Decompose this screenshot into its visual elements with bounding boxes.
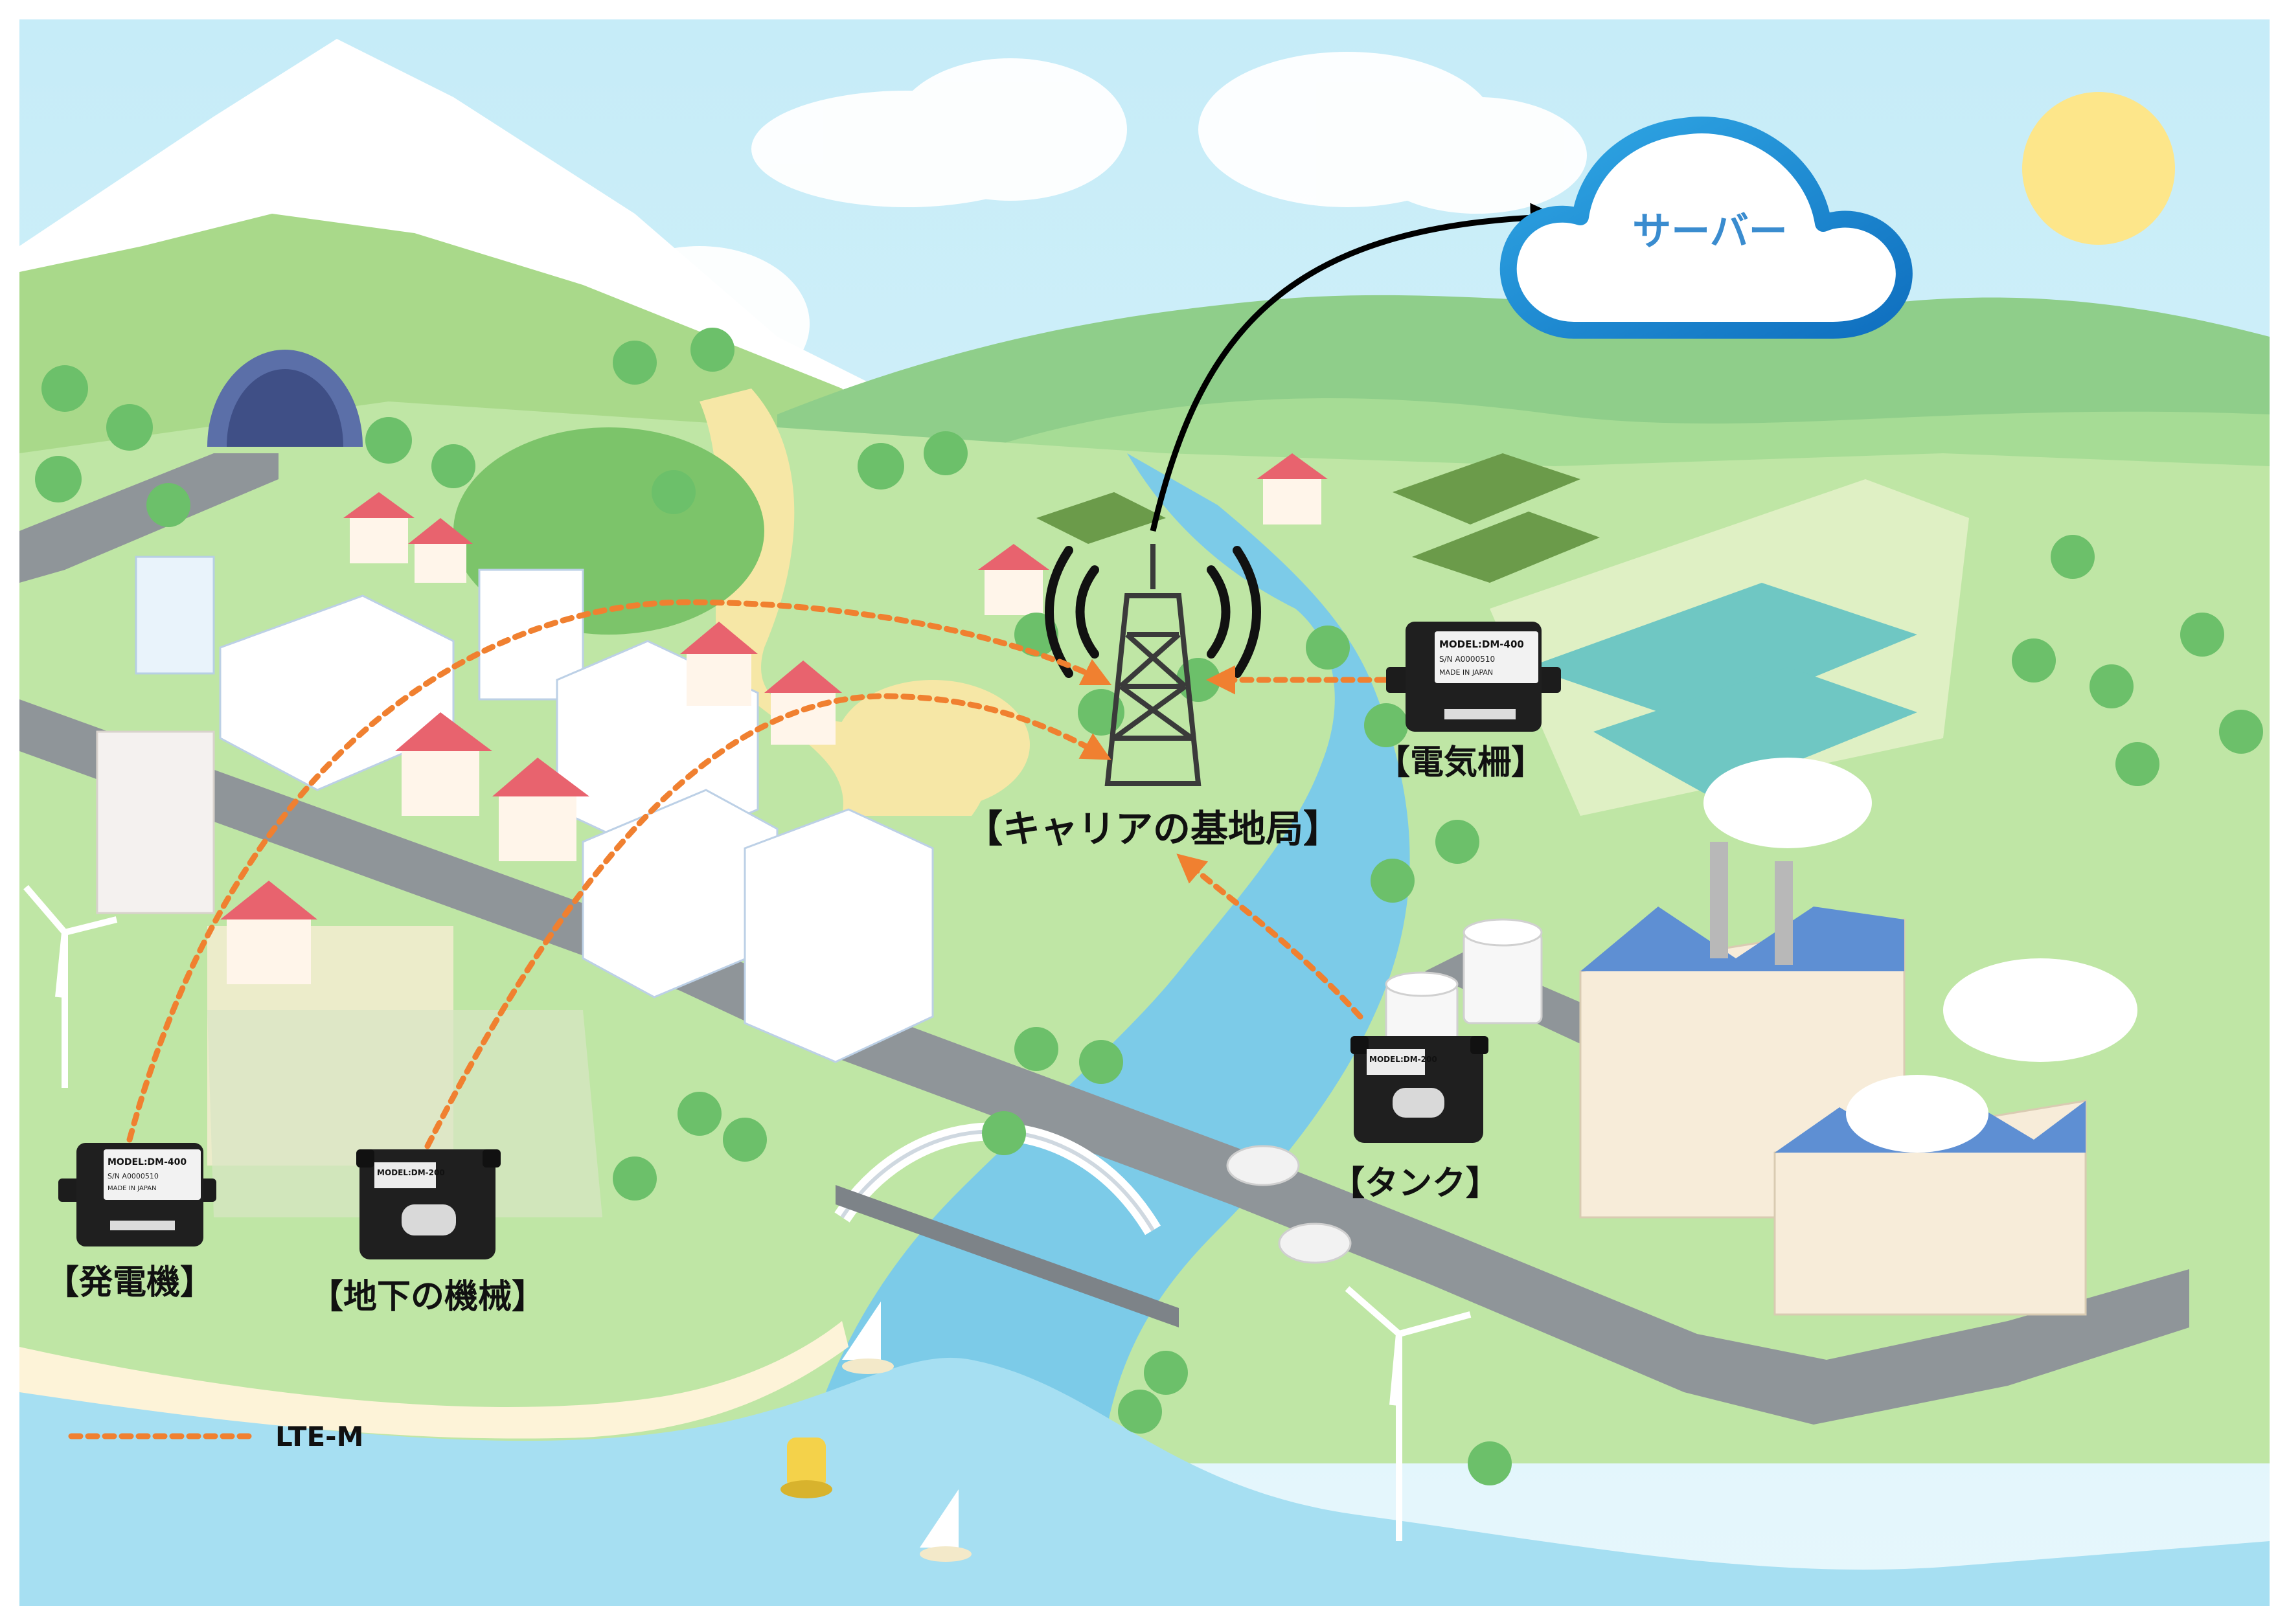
generator-device-origin: MADE IN JAPAN (108, 1185, 157, 1192)
generator-label: 【発電機】 (45, 1263, 214, 1302)
generator-device-model: MODEL:DM-400 (108, 1157, 187, 1167)
wind-turbines (23, 885, 1472, 1541)
dm-400-device-generator: MODEL:DM-400 S/N A0000510 MADE IN JAPAN (58, 1143, 216, 1246)
underground-machine-label: 【地下の機械】 (310, 1278, 545, 1316)
underground-device-model: MODEL:DM-200 (377, 1168, 445, 1177)
dm-200-device-tank: MODEL:DM-200 (1350, 1036, 1488, 1143)
houses (220, 453, 1328, 984)
base-station-label: 【キャリアの基地局】 (965, 807, 1341, 851)
sea (19, 1357, 2270, 1606)
generator-device-serial: S/N A0000510 (108, 1172, 159, 1180)
tunnel-hole (227, 369, 343, 447)
rice-paddies (1529, 583, 1917, 796)
fence-device-serial: S/N A0000510 (1439, 655, 1495, 664)
uplink-arrow (1150, 203, 1560, 532)
link-tank-to-station (1176, 853, 1363, 1020)
sailboats (842, 1302, 972, 1562)
dm-200-device-underground: MODEL:DM-200 (356, 1149, 501, 1259)
river (803, 453, 1410, 1463)
dm-400-device-fence: MODEL:DM-400 S/N A0000510 MADE IN JAPAN (1386, 622, 1561, 732)
legend-lte-m-label: LTE-M (275, 1421, 363, 1452)
highway (19, 453, 279, 583)
tank-device-model: MODEL:DM-200 (1369, 1055, 1437, 1064)
legend: LTE-M (68, 1421, 363, 1452)
fence-device-model: MODEL:DM-400 (1439, 638, 1524, 650)
link-generator-to-station (126, 599, 1112, 1143)
server-cloud-icon (1499, 117, 1913, 339)
lte-m-links (126, 599, 1389, 1149)
base-station-tower (1104, 544, 1201, 786)
link-underground-to-station (424, 693, 1111, 1149)
trees (35, 328, 2263, 1485)
server-label: サーバー (1632, 209, 1787, 254)
vegetable-fields (1036, 453, 1600, 583)
main-road (19, 699, 2189, 1425)
tank-label: 【タンク】 (1331, 1164, 1499, 1203)
sun (2022, 92, 2175, 245)
signal-wave-icon (1045, 546, 1261, 678)
fence-device-origin: MADE IN JAPAN (1439, 668, 1493, 677)
park-clearing (836, 680, 1030, 809)
electric-fence-label: 【電気柵】 (1376, 743, 1545, 782)
beach (19, 1321, 848, 1439)
factories (1579, 758, 2137, 1316)
buoy (780, 1438, 832, 1498)
city-buildings (96, 556, 934, 1217)
